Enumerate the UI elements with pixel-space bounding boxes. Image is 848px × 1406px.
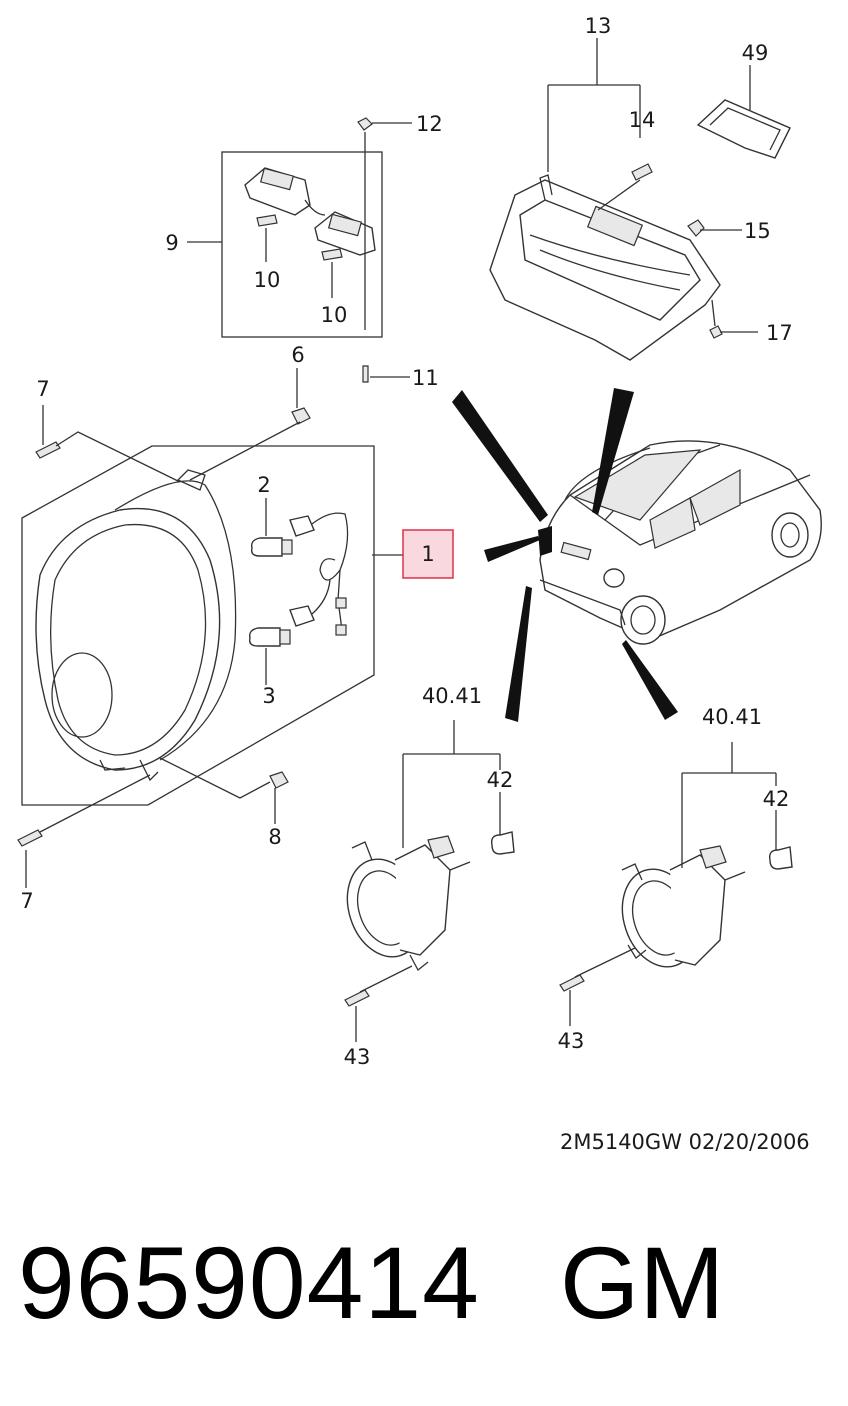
leader-headlamp [484,536,540,562]
callout-13: 13 [585,14,612,38]
nut-6 [291,407,311,425]
socket-harness [289,512,349,636]
brand-name: GM [560,1226,725,1340]
screw-43-right [559,974,585,992]
nut-8 [269,771,289,789]
callout-15: 15 [744,219,771,243]
callout-10-lower: 10 [321,303,348,327]
screw-43-left [344,989,370,1007]
callout-1: 1 [421,542,434,566]
bulb-14 [631,163,653,181]
screw-11 [362,365,369,383]
callout-43-left: 43 [344,1045,371,1069]
callout-2: 2 [257,473,270,497]
callout-7-top: 7 [36,377,49,401]
leader-foglamp-right [622,640,678,720]
callout-11: 11 [412,366,439,390]
callout-6: 6 [291,343,304,367]
bulb-3 [248,627,291,647]
fog-bulb-left [490,831,515,855]
callout-7-bottom: 7 [20,889,33,913]
callout-12: 12 [416,112,443,136]
nut-15 [687,219,705,237]
high-mount-stop-lamp [489,174,721,361]
leader-lamp-high [452,390,548,522]
callout-17: 17 [766,321,793,345]
callout-8: 8 [268,825,281,849]
callout-42-left: 42 [487,768,514,792]
headlamp-box [21,445,375,806]
callout-40-41-left: 40.41 [422,684,482,708]
leader-foglamp-left [505,586,532,722]
callout-10-upper: 10 [254,268,281,292]
lamp-cover [696,99,791,159]
license-lamp-assembly [244,167,376,261]
callout-3: 3 [262,684,275,708]
fog-lamp-right [621,845,746,968]
bulb-2 [250,537,293,557]
screw-7-top [35,441,61,459]
callout-43-right: 43 [558,1029,585,1053]
leader-stoplamp [592,388,634,515]
clip-12 [357,117,373,131]
fog-bulb-right [768,846,793,870]
callout-9: 9 [165,231,178,255]
callout-49: 49 [742,41,769,65]
diagram-reference-code: 2M5140GW 02/20/2006 [560,1130,810,1154]
callout-1-highlight [402,529,454,579]
callout-42-right: 42 [763,787,790,811]
part-number: 96590414 [18,1226,480,1340]
screw-7-bottom [17,829,43,847]
license-lamp-box [221,151,383,338]
exploded-parts-diagram: 13 49 12 14 15 9 10 10 17 6 11 7 2 1 3 4… [17,14,822,1069]
car-lamp-marker [538,526,552,556]
fog-lamp-left [346,835,471,971]
car-illustration [539,440,822,645]
screw-17 [709,325,723,339]
callout-14: 14 [629,108,656,132]
headlamp-assembly [35,469,237,782]
callout-40-41-right: 40.41 [702,705,762,729]
